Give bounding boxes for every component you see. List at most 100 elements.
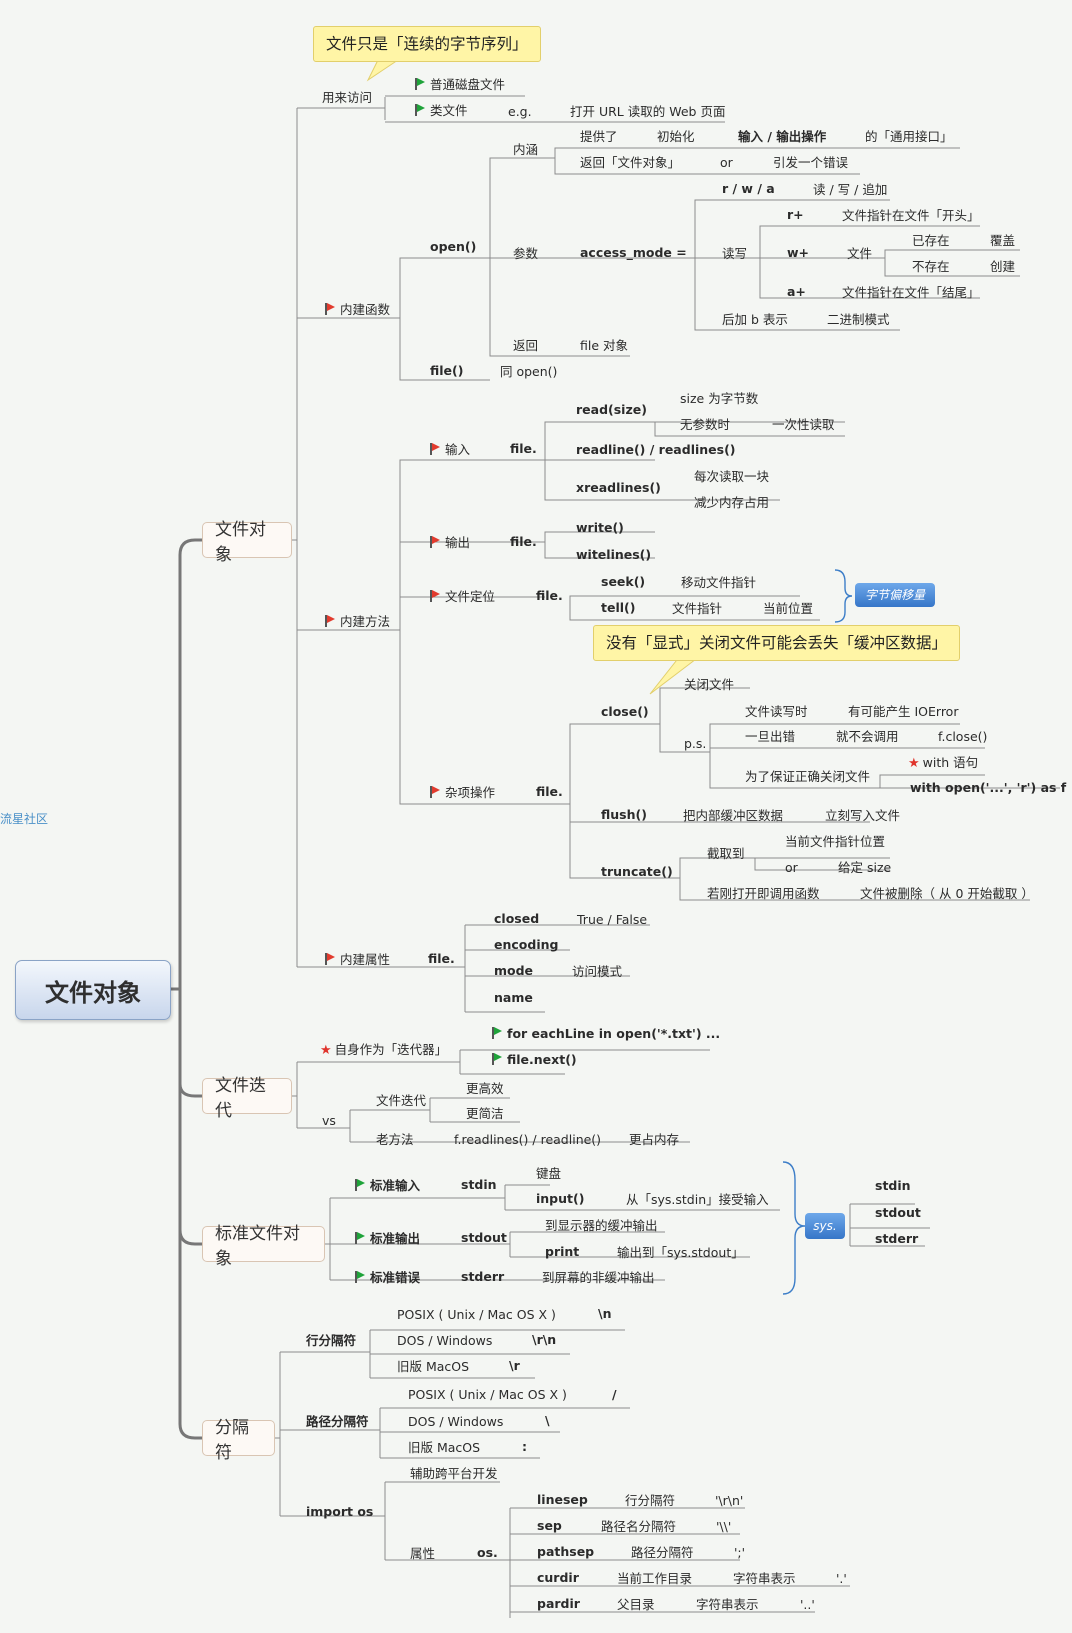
os-attr-desc: 路径名分隔符 (601, 1519, 677, 1534)
text-file-object: file 对象 (580, 338, 629, 353)
os-attr-desc: 路径分隔符 (631, 1545, 694, 1560)
sys-stderr: stderr (875, 1231, 919, 1246)
text-raise-error: 引发一个错误 (773, 155, 849, 170)
green-flag-icon (492, 1027, 503, 1039)
text-ps: p.s. (684, 736, 707, 751)
text-print: print (545, 1244, 580, 1259)
text-true-false: True / False (577, 912, 648, 927)
red-flag-icon (430, 590, 441, 602)
text-once-error: 一旦出错 (745, 729, 796, 744)
access-label: 用来访问 (322, 90, 373, 105)
text-rwa-desc: 读 / 写 / 追加 (813, 182, 888, 197)
text-when-writing: 文件读写时 (745, 704, 808, 719)
node-writelines: witelines() (576, 547, 652, 562)
text-attrs: 属性 (410, 1546, 436, 1561)
text-less-memory: 减少内存占用 (694, 495, 770, 510)
node-close: close() (601, 704, 649, 719)
text-dos1: DOS / Windows (397, 1333, 493, 1348)
text-general-interface: 的「通用接口」 (865, 129, 953, 144)
text-slash: / (612, 1387, 617, 1402)
text-io-ops: 输入 / 输出操作 (738, 129, 827, 144)
green-flag-icon (355, 1232, 366, 1244)
eg-text: 打开 URL 读取的 Web 页面 (570, 104, 726, 119)
node-output: 输出 (430, 535, 470, 551)
node-access-mode: access_mode = (580, 245, 687, 260)
text-file-pointer: 文件指针 (672, 601, 723, 616)
star-icon: ★ (320, 1043, 332, 1058)
text-crnl: \r\n (532, 1332, 557, 1347)
attr-name: name (494, 990, 533, 1005)
text-read-all: 一次性读取 (772, 417, 835, 432)
node-flush: flush() (601, 807, 647, 822)
text-file-dot: file. (536, 588, 563, 603)
text-to-screen: 到屏幕的非缓冲输出 (542, 1270, 655, 1285)
text-keyboard: 键盘 (536, 1166, 562, 1181)
text-dos2: DOS / Windows (408, 1414, 504, 1429)
os-attr-val: ';' (734, 1545, 746, 1560)
node-params: 参数 (513, 246, 539, 261)
red-flag-icon (325, 303, 336, 315)
red-flag-icon (430, 786, 441, 798)
topic-file-iteration[interactable]: 文件迭代 (202, 1076, 292, 1121)
node-open: open() (430, 239, 477, 254)
os-attr-val: '\\' (716, 1519, 732, 1534)
text-with-open: with open('...', 'r') as f (910, 780, 1067, 795)
node-xreadlines: xreadlines() (576, 480, 661, 495)
text-current-pointer: 当前文件指针位置 (785, 834, 886, 849)
os-attr-val: '..' (800, 1597, 815, 1612)
text-aplus: a+ (787, 284, 806, 299)
node-truncate: truncate() (601, 864, 673, 879)
text-size-bytes: size 为字节数 (680, 391, 759, 406)
text-oldmac1: 旧版 MacOS (397, 1359, 470, 1374)
topic-std-file-objects[interactable]: 标准文件对象 (202, 1224, 325, 1269)
text-current-pos: 当前位置 (763, 601, 814, 616)
green-flag-icon (355, 1271, 366, 1283)
text-file-dot: file. (510, 441, 537, 456)
node-disk-file: 普通磁盘文件 (415, 77, 505, 93)
text-nl: \n (598, 1306, 612, 1321)
node-readwrite: 读写 (722, 246, 748, 261)
text-binary-mode: 二进制模式 (827, 312, 890, 327)
node-import-os: import os (306, 1504, 374, 1519)
node-readline: readline() / readlines() (576, 442, 736, 457)
text-to-display: 到显示器的缓冲输出 (545, 1218, 658, 1233)
text-more-efficient: 更高效 (466, 1081, 504, 1096)
attr-encoding: encoding (494, 937, 559, 952)
text-access-mode: 访问模式 (572, 964, 623, 979)
text-rwa: r / w / a (722, 181, 775, 196)
os-attr-val: '\r\n' (715, 1493, 744, 1508)
text-init: 初始化 (657, 129, 695, 144)
text-to-ensure: 为了保证正确关闭文件 (745, 769, 871, 784)
red-flag-icon (430, 536, 441, 548)
text-stdout: stdout (461, 1230, 507, 1245)
text-fclose: f.close() (938, 729, 988, 744)
red-flag-icon (430, 443, 441, 455)
text-close-file: 关闭文件 (684, 677, 735, 692)
star-icon: ★ (908, 756, 920, 771)
attr-mode: mode (494, 963, 534, 978)
node-misc: 杂项操作 (430, 785, 495, 801)
topic-separators[interactable]: 分隔符 (202, 1418, 275, 1463)
os-attr-name: linesep (537, 1492, 588, 1507)
os-attr-desc: 当前工作目录 (617, 1571, 693, 1586)
text-rplus: r+ (787, 207, 804, 222)
node-std-error: 标准错误 (355, 1270, 420, 1286)
root-node[interactable]: 文件对象 (15, 960, 171, 1020)
topic-file-object[interactable]: 文件对象 (202, 520, 292, 565)
node-read-size: read(size) (576, 402, 647, 417)
text-b-suffix: 后加 b 表示 (722, 312, 788, 327)
text-returns: 返回 (513, 338, 539, 353)
text-posix1: POSIX ( Unix / Mac OS X ) (397, 1307, 556, 1322)
node-connotation: 内涵 (513, 142, 539, 157)
node-input: 输入 (430, 442, 470, 458)
node-std-input: 标准输入 (355, 1178, 420, 1194)
text-wplus: w+ (787, 245, 810, 260)
text-exists: 已存在 (912, 233, 950, 248)
side-label: 流星社区 (0, 812, 49, 826)
node-positioning: 文件定位 (430, 589, 495, 605)
text-move-pointer: 移动文件指针 (681, 575, 757, 590)
node-tell: tell() (601, 600, 636, 615)
text-more-memory: 更占内存 (629, 1132, 680, 1147)
text-flush-desc: 把内部缓冲区数据 (683, 808, 784, 823)
tag-sys: sys. (805, 1213, 845, 1239)
